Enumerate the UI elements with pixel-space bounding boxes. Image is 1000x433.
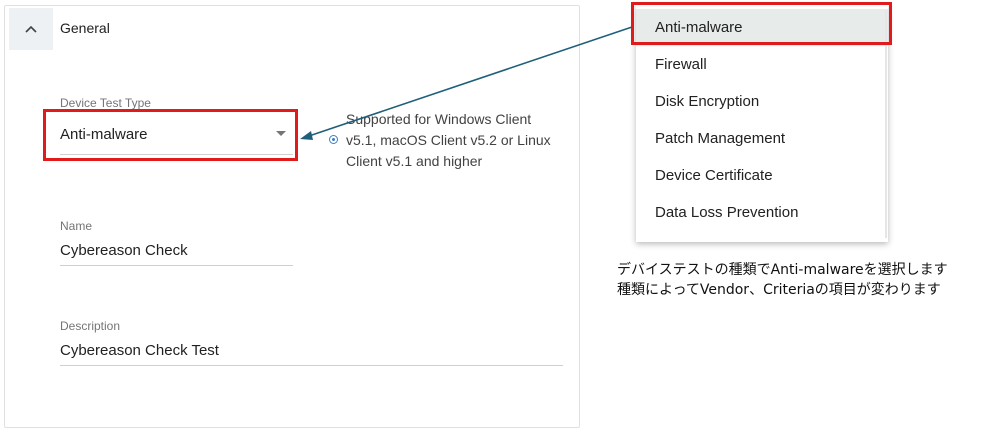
dropdown-item-firewall[interactable]: Firewall — [655, 56, 707, 73]
general-section-header: General — [5, 6, 579, 50]
annotation-line-2: 種類によってVendor、Criteriaの項目が変わります — [617, 282, 941, 298]
section-title: General — [60, 20, 110, 36]
device-test-type-underline — [60, 154, 293, 155]
dropdown-scrollbar[interactable] — [885, 10, 887, 238]
collapse-section-button[interactable] — [9, 8, 53, 50]
chevron-up-icon — [25, 25, 37, 33]
device-test-type-label: Device Test Type — [60, 96, 151, 110]
device-test-type-select[interactable] — [43, 109, 298, 161]
device-test-type-value: Anti-malware — [60, 126, 148, 143]
name-input[interactable]: Cybereason Check — [60, 242, 188, 259]
info-icon — [329, 135, 338, 144]
general-settings-panel: General — [4, 5, 580, 428]
annotation-note: デバイステストの種類でAnti-malwareを選択します 種類によってVend… — [617, 260, 948, 300]
name-underline — [60, 265, 293, 266]
description-input[interactable]: Cybereason Check Test — [60, 342, 219, 359]
dropdown-item-patch-management[interactable]: Patch Management — [655, 130, 786, 147]
description-label: Description — [60, 319, 121, 333]
name-label: Name — [60, 219, 93, 233]
support-info-text: Supported for Windows Client v5.1, macOS… — [346, 111, 551, 169]
caret-down-icon[interactable] — [276, 131, 286, 136]
dropdown-item-anti-malware[interactable]: Anti-malware — [636, 9, 888, 46]
dropdown-item-data-loss-prevention[interactable]: Data Loss Prevention — [655, 204, 799, 221]
annotation-line-1: デバイステストの種類でAnti-malwareを選択します — [617, 262, 948, 278]
dropdown-item-device-certificate[interactable]: Device Certificate — [655, 167, 773, 184]
description-underline — [60, 365, 563, 366]
dropdown-item-disk-encryption[interactable]: Disk Encryption — [655, 93, 760, 110]
